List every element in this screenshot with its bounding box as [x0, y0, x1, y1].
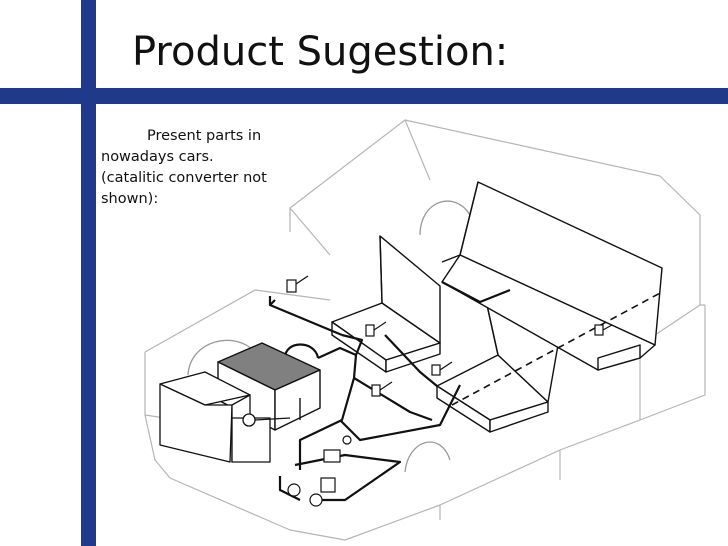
horizontal-accent-bar	[0, 88, 728, 104]
vertical-accent-bar	[81, 0, 96, 546]
dashed-link	[451, 291, 663, 406]
engine-block	[159, 371, 291, 463]
front-seat-left	[331, 235, 441, 373]
rear-seat	[441, 181, 663, 371]
slide-title: Product Sugestion:	[132, 29, 509, 75]
car-body-outline	[144, 119, 706, 541]
caption-line: (catalitic converter not	[101, 170, 267, 186]
sensor-circle	[287, 435, 352, 507]
caption-line: Present parts in	[147, 128, 262, 144]
sensor-box	[286, 279, 604, 493]
sensor-arrow	[295, 275, 613, 391]
front-seat-right	[436, 295, 559, 433]
caption-line: nowadays cars.	[101, 149, 214, 165]
caption-line: shown):	[101, 191, 159, 207]
slide-caption: Present parts in nowadays cars. (catalit…	[101, 126, 301, 210]
